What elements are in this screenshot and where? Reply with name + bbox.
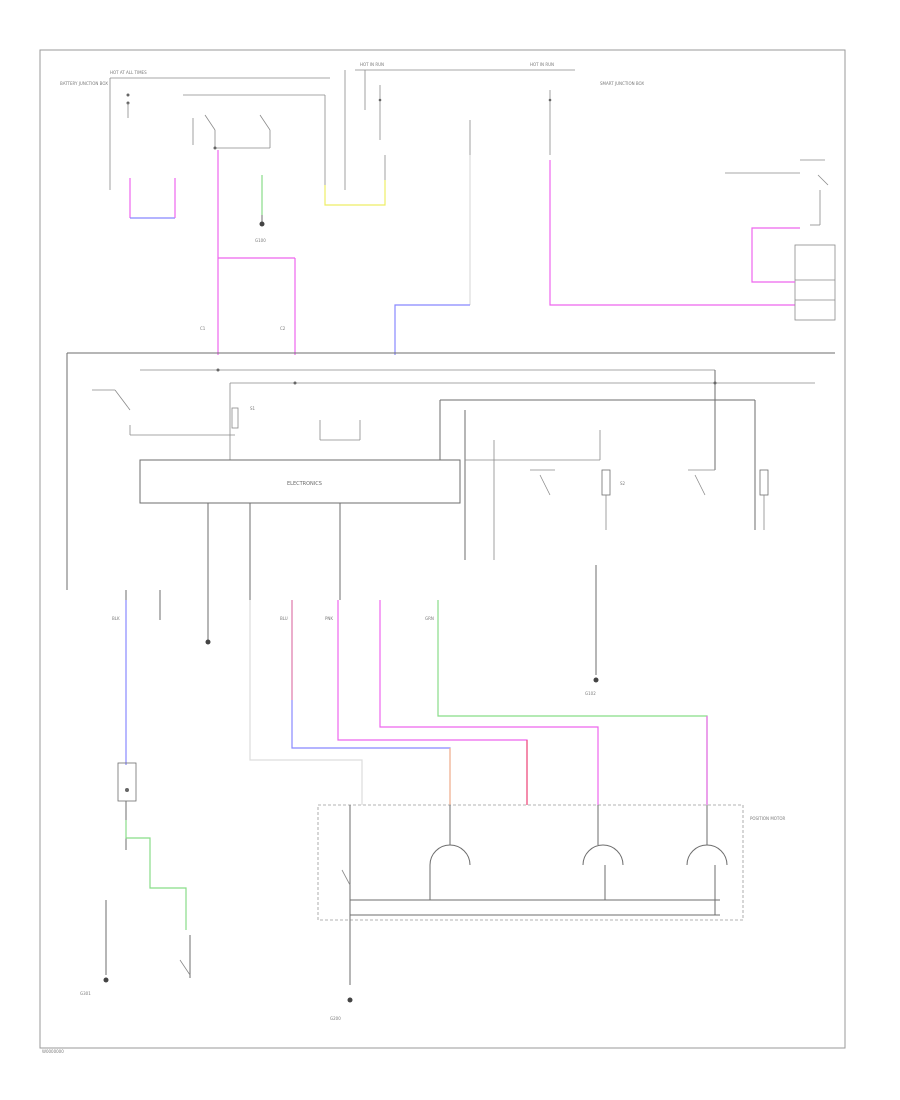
svg-text:HOT IN RUN: HOT IN RUN [360, 62, 384, 67]
svg-text:G301: G301 [80, 991, 91, 996]
svg-text:C2: C2 [280, 326, 286, 331]
motor-box [317, 804, 744, 921]
relay-section [439, 370, 769, 560]
wire-green-low [125, 820, 187, 930]
ground-electronics [205, 639, 211, 645]
svg-text:G200: G200 [330, 1016, 341, 1021]
svg-text:BLK: BLK [112, 616, 120, 621]
wire-yellow [324, 180, 386, 206]
left-switch [92, 389, 361, 441]
ground-right-mid [593, 677, 599, 683]
motor-1 [429, 805, 471, 900]
svg-text:BATTERY JUNCTION BOX: BATTERY JUNCTION BOX [60, 81, 108, 86]
svg-text:GRN: GRN [425, 616, 434, 621]
ground-top-left [259, 221, 265, 227]
wire-magenta-right-loop [751, 227, 800, 283]
ground-left [103, 977, 109, 983]
footer-code: W0000000 [42, 1049, 64, 1054]
wire-blue-top [394, 304, 470, 355]
svg-text:C1: C1 [200, 326, 206, 331]
svg-text:S1: S1 [250, 406, 256, 411]
right-module [725, 159, 836, 321]
wire-magenta-right [549, 160, 795, 306]
svg-text:HOT IN RUN: HOT IN RUN [530, 62, 554, 67]
top-left-fuse-group [109, 77, 330, 190]
wire-magenta-mid2 [379, 600, 599, 805]
wire-gray-mid [249, 600, 363, 805]
svg-text:BLU: BLU [280, 616, 288, 621]
svg-text:G100: G100 [255, 238, 266, 243]
motor-3 [686, 805, 728, 915]
diagram-border [39, 49, 846, 1049]
electronics-box [139, 459, 461, 504]
top-mid-fuses [344, 69, 575, 190]
wire-red-blue [291, 600, 451, 805]
svg-text:PNK: PNK [325, 616, 333, 621]
electronics-label: ELECTRONICS [287, 481, 322, 487]
motor-2 [582, 805, 624, 900]
svg-text:S2: S2 [620, 481, 626, 486]
svg-text:G102: G102 [585, 691, 596, 696]
svg-text:SMART JUNCTION BOX: SMART JUNCTION BOX [600, 81, 644, 86]
wire-magenta-mid1 [337, 600, 528, 805]
lower-left-switch [117, 762, 137, 802]
svg-text:HOT AT ALL TIMES: HOT AT ALL TIMES [110, 70, 147, 75]
svg-text:POSITION MOTOR: POSITION MOTOR [750, 816, 786, 821]
wire-green-mid [437, 600, 708, 805]
ground-center [347, 997, 353, 1003]
